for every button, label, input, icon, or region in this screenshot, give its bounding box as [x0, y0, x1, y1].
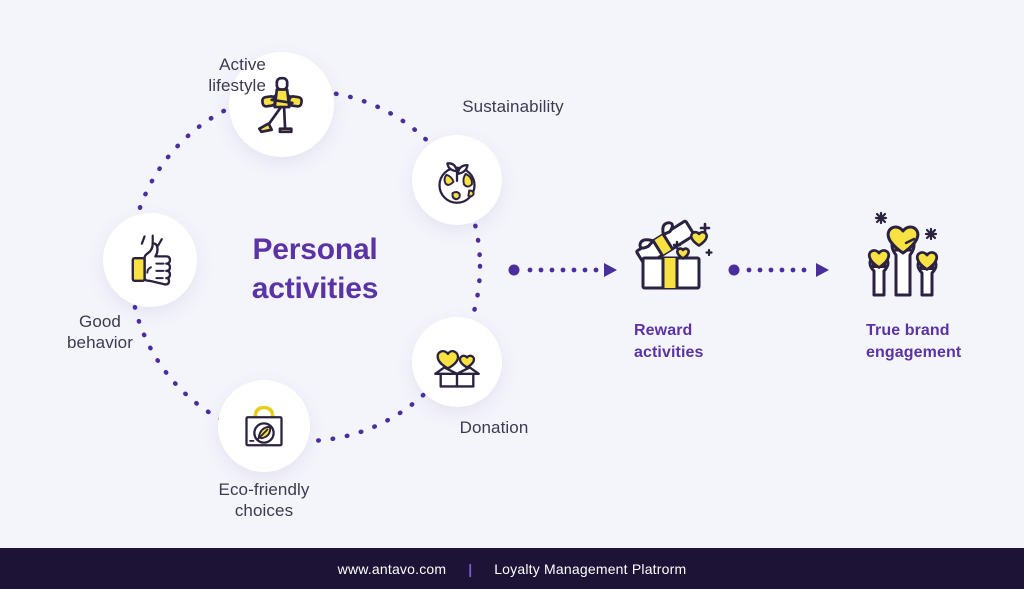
wheel-node-active-lifestyle[interactable]: [229, 52, 334, 157]
stage-label-reward-activities: Reward activities: [634, 322, 704, 361]
hands-holding-hearts-icon: [858, 203, 952, 297]
dotted-arrow-right-icon: [508, 262, 618, 278]
wheel-node-sustainability[interactable]: [412, 135, 502, 225]
footer-tagline: Loyalty Management Platrorm: [494, 560, 687, 577]
wheel-node-eco-friendly-choices[interactable]: [218, 380, 310, 472]
thumbs-up-icon: [121, 231, 179, 289]
wheel-caption-active-lifestyle: Active lifestyle: [208, 55, 266, 95]
arrow-personal-to-reward: [508, 262, 618, 278]
stage-label-true-brand-engagement: True brand engagement: [866, 322, 962, 361]
footer-bar: www.antavo.com | Loyalty Management Plat…: [0, 548, 1024, 589]
wheel-caption-sustainability: Sustainability: [462, 97, 564, 116]
wheel-caption-good-behavior: Good behavior: [66, 312, 133, 352]
center-title: Personal activities: [251, 233, 379, 305]
wheel-caption-eco-friendly-choices: Eco-friendly choices: [218, 480, 310, 520]
footer-separator: |: [468, 560, 473, 577]
wheel-node-donation[interactable]: [412, 317, 502, 407]
wheel-node-good-behavior[interactable]: [103, 213, 197, 307]
footer-website[interactable]: www.antavo.com: [337, 560, 447, 577]
stage-icon-reward-activities: [629, 212, 717, 296]
shopping-bag-leaf-icon: [236, 398, 292, 454]
dotted-arrow-right-icon: [728, 262, 830, 278]
diagram-canvas: Active lifestyle: [66, 52, 962, 520]
gift-box-hearts-icon: [629, 212, 717, 296]
stretching-person-icon: [249, 72, 315, 138]
arrow-reward-to-engagement: [728, 262, 830, 278]
globe-sprout-icon: [429, 152, 485, 208]
open-box-hearts-icon: [428, 333, 486, 391]
wheel-caption-donation: Donation: [459, 418, 529, 437]
stage-icon-true-brand-engagement: [858, 203, 952, 297]
